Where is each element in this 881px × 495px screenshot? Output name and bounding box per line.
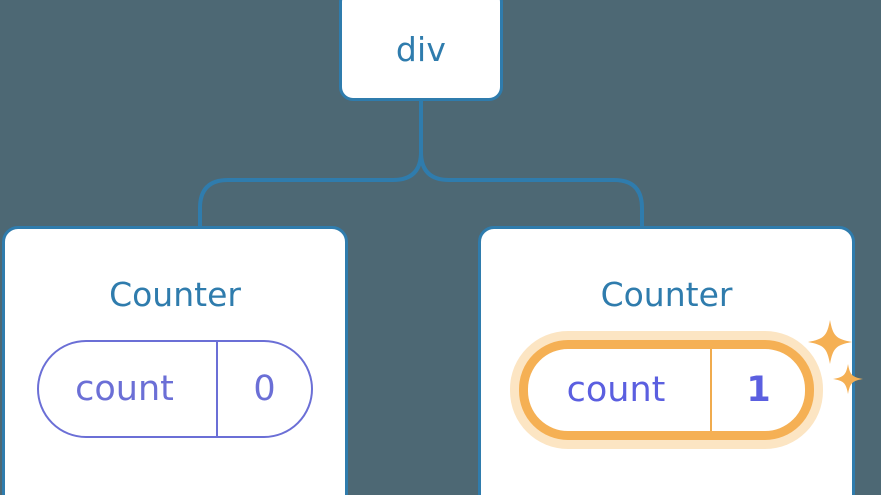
- state-key-b: count: [566, 370, 666, 410]
- state-pill-a[interactable]: count 0: [37, 340, 313, 438]
- node-div[interactable]: div: [339, 0, 503, 101]
- state-key-a: count: [75, 369, 174, 409]
- state-pill-wrapper-a: count 0: [37, 340, 313, 438]
- sparkle-large-icon: [808, 320, 852, 364]
- edge-root-to-counter-b: [419, 100, 644, 228]
- node-div-title: div: [395, 30, 447, 69]
- node-counter-b-title: Counter: [600, 275, 733, 314]
- state-value-b: 1: [710, 349, 805, 431]
- state-pill-wrapper-b: count 1: [519, 320, 863, 440]
- edge-root-to-counter-a: [198, 100, 423, 228]
- node-counter-a-title: Counter: [109, 275, 241, 314]
- node-counter-a[interactable]: Counter count 0: [2, 226, 348, 495]
- node-counter-b[interactable]: Counter count 1: [478, 226, 863, 495]
- state-value-a: 0: [216, 342, 311, 436]
- state-pill-b[interactable]: count 1: [519, 340, 814, 440]
